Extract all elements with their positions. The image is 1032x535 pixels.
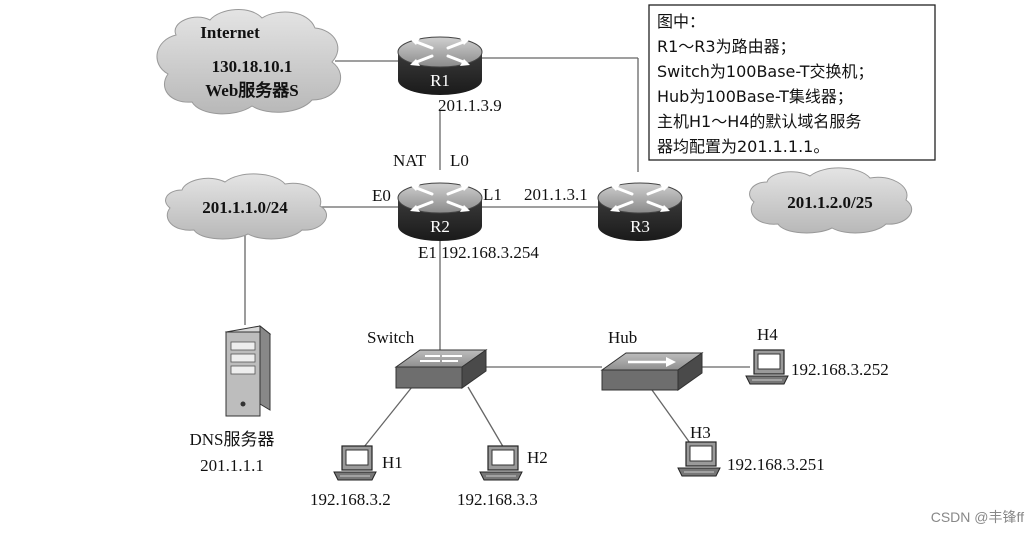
r3-ip-label: 201.1.3.1 bbox=[524, 185, 588, 204]
host-h3-label: H3 bbox=[690, 423, 711, 442]
link-switch-h1 bbox=[359, 386, 413, 453]
r1-ip-label: 201.1.3.9 bbox=[438, 96, 502, 115]
r2-nat-label: NAT bbox=[393, 151, 427, 170]
r2-e1-label: E1 192.168.3.254 bbox=[418, 243, 539, 262]
dns-server-label: DNS服务器 bbox=[189, 430, 274, 449]
router-r1: R1 bbox=[396, 35, 484, 97]
lan-right-label: 201.1.2.0/25 bbox=[787, 193, 872, 212]
hub-label: Hub bbox=[608, 328, 637, 347]
link-switch-h2 bbox=[467, 386, 506, 451]
lan-cloud-left: 201.1.1.0/24 bbox=[165, 173, 327, 240]
host-h1-label: H1 bbox=[382, 453, 403, 472]
host-h3-ip: 192.168.3.251 bbox=[727, 455, 825, 474]
host-h4-ip: 192.168.3.252 bbox=[791, 360, 889, 379]
network-links bbox=[244, 57, 750, 453]
r2-e0-label: E0 bbox=[372, 186, 391, 205]
note-line-6: 器均配置为201.1.1.1。 bbox=[657, 137, 829, 156]
router-r3-label: R3 bbox=[630, 217, 650, 236]
link-hub-h3 bbox=[651, 389, 696, 451]
note-line-5: 主机H1～H4的默认域名服务 bbox=[657, 112, 861, 131]
host-h2-icon bbox=[479, 445, 523, 481]
note-line-1: 图中： bbox=[657, 12, 705, 31]
host-h1-icon bbox=[333, 445, 377, 481]
router-r3: R3 bbox=[596, 181, 684, 243]
host-h4-icon bbox=[745, 349, 789, 385]
note-line-4: Hub为100Base-T集线器； bbox=[657, 87, 853, 106]
legend-note-box: 图中： R1～R3为路由器； Switch为100Base-T交换机； Hub为… bbox=[648, 4, 936, 161]
note-line-2: R1～R3为路由器； bbox=[657, 37, 796, 56]
router-r2: R2 bbox=[396, 181, 484, 243]
router-r2-label: R2 bbox=[430, 217, 450, 236]
lan-cloud-right: 201.1.2.0/25 bbox=[749, 167, 913, 234]
dns-server-ip: 201.1.1.1 bbox=[200, 456, 264, 475]
router-r1-label: R1 bbox=[430, 71, 450, 90]
host-h4-label: H4 bbox=[757, 325, 778, 344]
host-h1-ip: 192.168.3.2 bbox=[310, 490, 391, 509]
hub-icon bbox=[600, 352, 704, 391]
switch-icon bbox=[394, 349, 488, 389]
lan-left-label: 201.1.1.0/24 bbox=[202, 198, 288, 217]
switch-label: Switch bbox=[367, 328, 415, 347]
note-line-3: Switch为100Base-T交换机； bbox=[657, 62, 873, 81]
host-h2-ip: 192.168.3.3 bbox=[457, 490, 538, 509]
host-h3-icon bbox=[677, 441, 721, 477]
r2-l1-label: L1 bbox=[483, 185, 502, 204]
watermark: CSDN @丰锋ff bbox=[931, 509, 1024, 525]
r2-l0-label: L0 bbox=[450, 151, 469, 170]
host-h2-label: H2 bbox=[527, 448, 548, 467]
web-server-label: Web服务器S bbox=[205, 80, 299, 100]
internet-label: Internet bbox=[200, 23, 260, 42]
dns-server-icon bbox=[224, 324, 272, 417]
web-server-ip: 130.18.10.1 bbox=[212, 57, 293, 76]
internet-cloud: Internet 130.18.10.1 Web服务器S bbox=[156, 9, 342, 115]
